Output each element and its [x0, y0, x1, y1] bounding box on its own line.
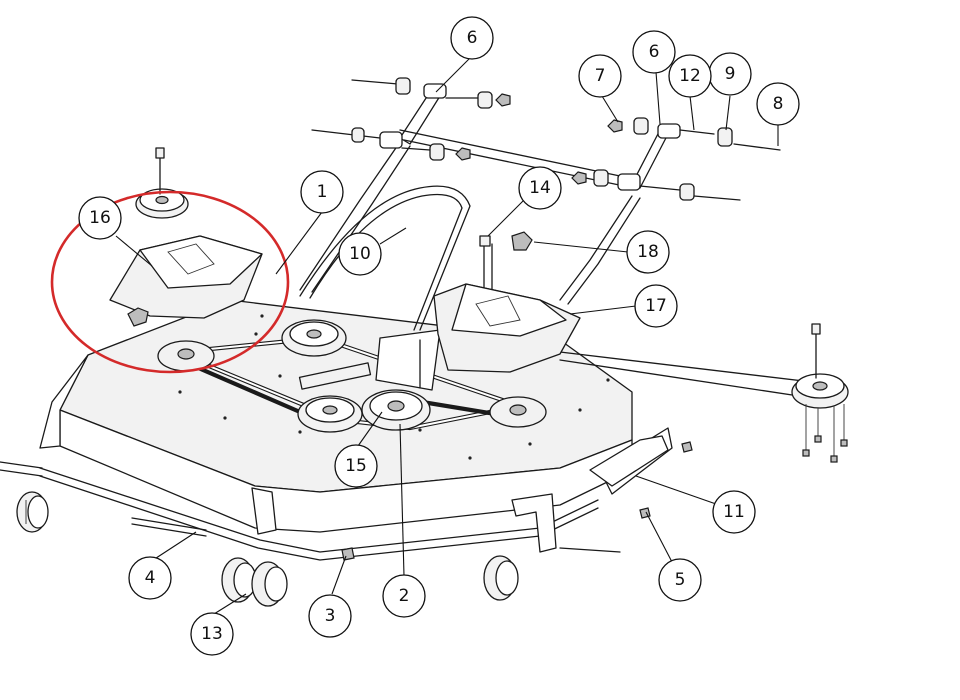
- callout-14: 14: [518, 166, 562, 210]
- callout-2: 2: [382, 574, 426, 618]
- callout-label: 17: [645, 296, 667, 316]
- callout-label: 6: [649, 42, 660, 62]
- callout-6-right: 6: [632, 30, 676, 74]
- callout-16: 16: [78, 196, 122, 240]
- belt-cover-left: [109, 235, 263, 327]
- callout-label: 10: [349, 244, 371, 264]
- callout-5: 5: [658, 558, 702, 602]
- highlight-ring: [50, 190, 290, 374]
- callout-label: 2: [399, 586, 410, 606]
- callout-1: 1: [300, 170, 344, 214]
- callout-11: 11: [712, 490, 756, 534]
- callout-9: 9: [708, 52, 752, 96]
- spindle-pulley-right-exploded: [791, 323, 849, 463]
- callout-label: 8: [773, 94, 784, 114]
- idler-pulley-front-center: [361, 389, 431, 431]
- callout-4: 4: [128, 556, 172, 600]
- callout-6-left: 6: [450, 16, 494, 60]
- tension-spring-assembly: [298, 185, 493, 391]
- wheel-bracket-left: [251, 487, 277, 535]
- callout-17: 17: [634, 284, 678, 328]
- spindle-pulley-left-top: [135, 147, 189, 219]
- idler-pulley-center: [281, 319, 347, 357]
- callout-label: 7: [595, 66, 606, 86]
- callout-label: 15: [345, 456, 367, 476]
- callout-15: 15: [334, 444, 378, 488]
- callout-label: 5: [675, 570, 686, 590]
- wheel-front-left-pair: [221, 557, 288, 607]
- callout-label: 4: [145, 568, 156, 588]
- callout-label: 11: [723, 502, 745, 522]
- callout-label: 16: [89, 208, 111, 228]
- pulleys: [135, 147, 849, 463]
- front-bumper-bar-lower: [39, 475, 599, 561]
- spindle-pulley-left: [157, 340, 215, 372]
- callout-label: 12: [679, 66, 701, 86]
- wheel-front-right: [483, 555, 519, 601]
- leader-lines: [115, 55, 779, 615]
- callout-7: 7: [578, 54, 622, 98]
- mower-deck-shell: [39, 299, 673, 561]
- spindle-pulley-right: [489, 396, 547, 428]
- idler-pulley-front-left: [297, 395, 363, 433]
- callout-10: 10: [338, 232, 382, 276]
- deck-left-side: [39, 354, 89, 449]
- callout-label: 9: [725, 64, 736, 84]
- callout-13: 13: [190, 612, 234, 656]
- wheel-bracket-right: [511, 493, 557, 553]
- callout-8: 8: [756, 82, 800, 126]
- front-bumper-bar: [39, 467, 599, 553]
- wheel-left: [16, 491, 49, 533]
- anti-scalp-wheels: [16, 487, 557, 607]
- callout-label: 13: [201, 624, 223, 644]
- callout-label: 18: [637, 242, 659, 262]
- callout-12: 12: [668, 54, 712, 98]
- belt-cover-right: [433, 231, 581, 373]
- callout-18: 18: [626, 230, 670, 274]
- callout-3: 3: [308, 594, 352, 638]
- callout-label: 3: [325, 606, 336, 626]
- hanger-arm-assembly: [299, 77, 781, 305]
- callout-label: 1: [317, 182, 328, 202]
- callout-label: 14: [529, 178, 551, 198]
- callout-label: 6: [467, 28, 478, 48]
